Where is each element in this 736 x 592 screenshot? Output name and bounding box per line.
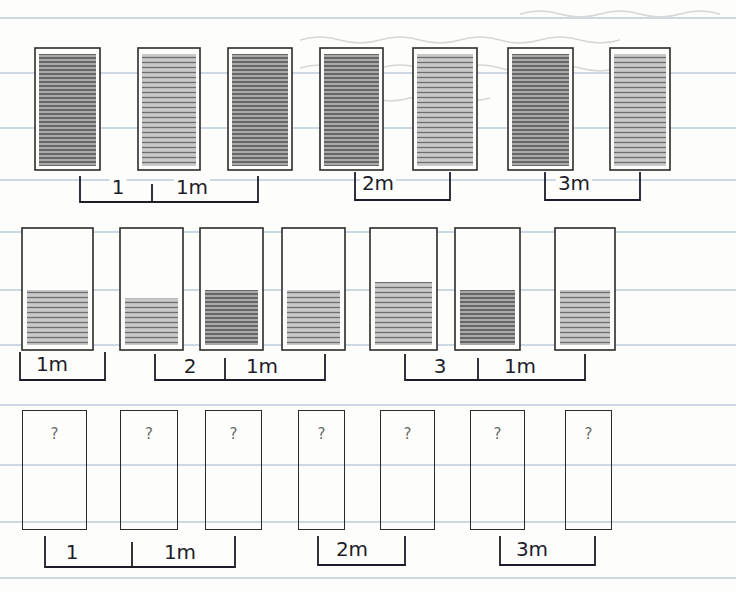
bracket-label: 1m (162, 541, 198, 563)
question-mark: ? (299, 411, 344, 443)
question-mark: ? (471, 411, 524, 443)
bracket-label: 1m (34, 353, 70, 375)
bracket-label: 1m (502, 355, 538, 377)
brackets (20, 172, 640, 567)
answer-box: ? (298, 410, 345, 530)
answer-box: ? (380, 410, 435, 530)
bracket-label: 2m (334, 538, 370, 560)
bars-row-partial (22, 228, 615, 350)
question-mark: ? (566, 411, 611, 443)
bracket-label: 1m (244, 355, 280, 377)
bracket-label: 3 (432, 355, 449, 377)
answer-box: ? (565, 410, 612, 530)
bars-row-full (35, 48, 670, 170)
answer-box: ? (205, 410, 262, 530)
answer-box: ? (22, 410, 87, 530)
question-mark: ? (23, 411, 86, 443)
bracket-label: 1m (174, 176, 210, 198)
question-mark: ? (206, 411, 261, 443)
ruled-lines (0, 18, 736, 578)
bracket-label: 3m (556, 172, 592, 194)
question-mark: ? (121, 411, 177, 443)
bracket-label: 2 (182, 355, 199, 377)
question-mark: ? (381, 411, 434, 443)
answer-box: ? (120, 410, 178, 530)
bracket-label: 3m (514, 538, 550, 560)
bracket-label: 2m (360, 172, 396, 194)
bracket-label: 1 (64, 541, 81, 563)
bracket-label: 1 (110, 176, 127, 198)
answer-box: ? (470, 410, 525, 530)
